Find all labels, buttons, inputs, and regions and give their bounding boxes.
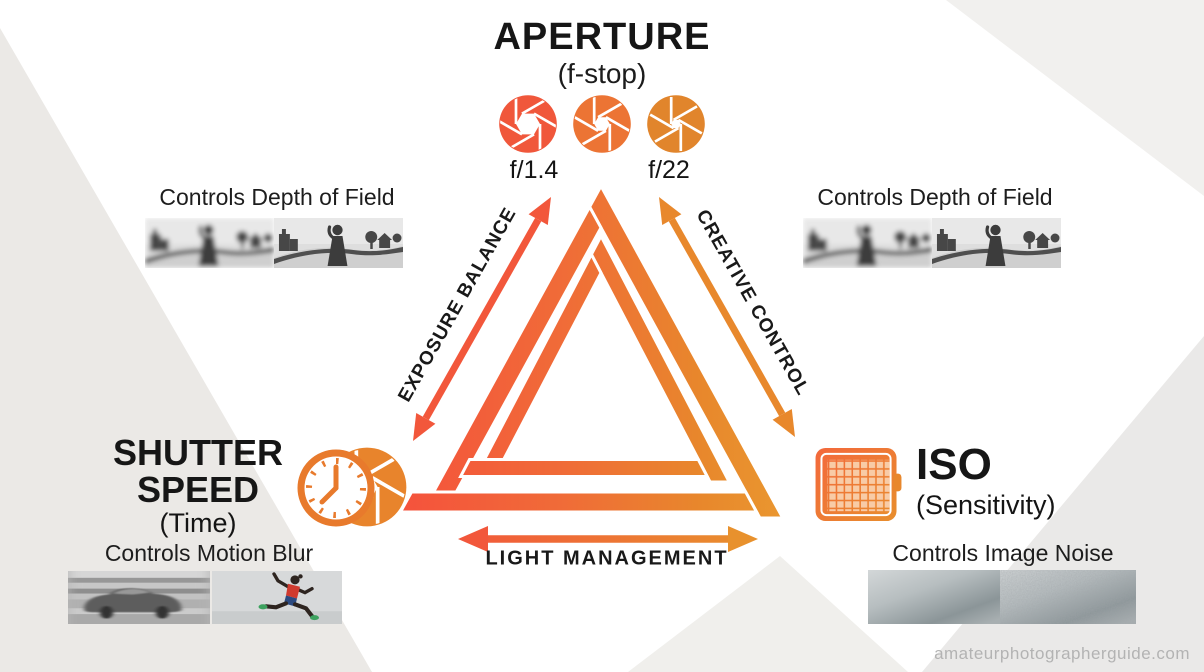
creative-control-arrow (659, 197, 795, 437)
exposure-triangle-inner-band (458, 232, 732, 484)
f-stop-wide-label: f/1.4 (509, 156, 559, 184)
motion-blur-caption: Controls Motion Blur (104, 540, 314, 566)
sensor-icon (815, 447, 902, 522)
aperture-icons-row (498, 94, 706, 154)
exposure-balance-arrow (413, 197, 551, 441)
shutter-speed-subtitle: (Time) (159, 508, 237, 538)
iso-title: ISO (916, 440, 992, 489)
dof-blurry-image (803, 218, 932, 268)
watermark: amateurphotographerguide.com (934, 644, 1190, 663)
frozen-runner-image (212, 571, 342, 624)
high-iso-noisy-image (1000, 570, 1136, 624)
aperture-medium-icon (572, 94, 632, 154)
aperture-wide-icon (498, 94, 558, 154)
iso-subtitle: (Sensitivity) (916, 490, 1056, 520)
depth-of-field-images-right (803, 218, 1061, 268)
depth-of-field-images-left (145, 218, 403, 268)
image-noise-caption: Controls Image Noise (892, 540, 1114, 566)
exposure-triangle-outer-band (397, 182, 786, 520)
light-management-arrow (458, 526, 758, 552)
aperture-narrow-icon (646, 94, 706, 154)
aperture-title: APERTURE (493, 16, 711, 58)
edge-label-light-management: LIGHT MANAGEMENT (485, 547, 729, 570)
f-stop-narrow-label: f/22 (648, 156, 690, 184)
dof-sharp-image (932, 218, 1061, 268)
aperture-subtitle: (f-stop) (557, 58, 647, 89)
low-iso-clean-image (868, 570, 1000, 624)
depth-of-field-caption-left: Controls Depth of Field (159, 184, 395, 210)
shutter-speed-title: SHUTTER SPEED (57, 434, 339, 508)
clock-aperture-icon (297, 444, 408, 530)
dof-sharp-image (274, 218, 403, 268)
dof-blurry-image (145, 218, 274, 268)
motion-blur-car-image (68, 571, 210, 624)
shutter-speed-title-line1: SHUTTER (113, 432, 283, 473)
shutter-speed-title-line2: SPEED (136, 469, 260, 510)
depth-of-field-caption-right: Controls Depth of Field (817, 184, 1053, 210)
